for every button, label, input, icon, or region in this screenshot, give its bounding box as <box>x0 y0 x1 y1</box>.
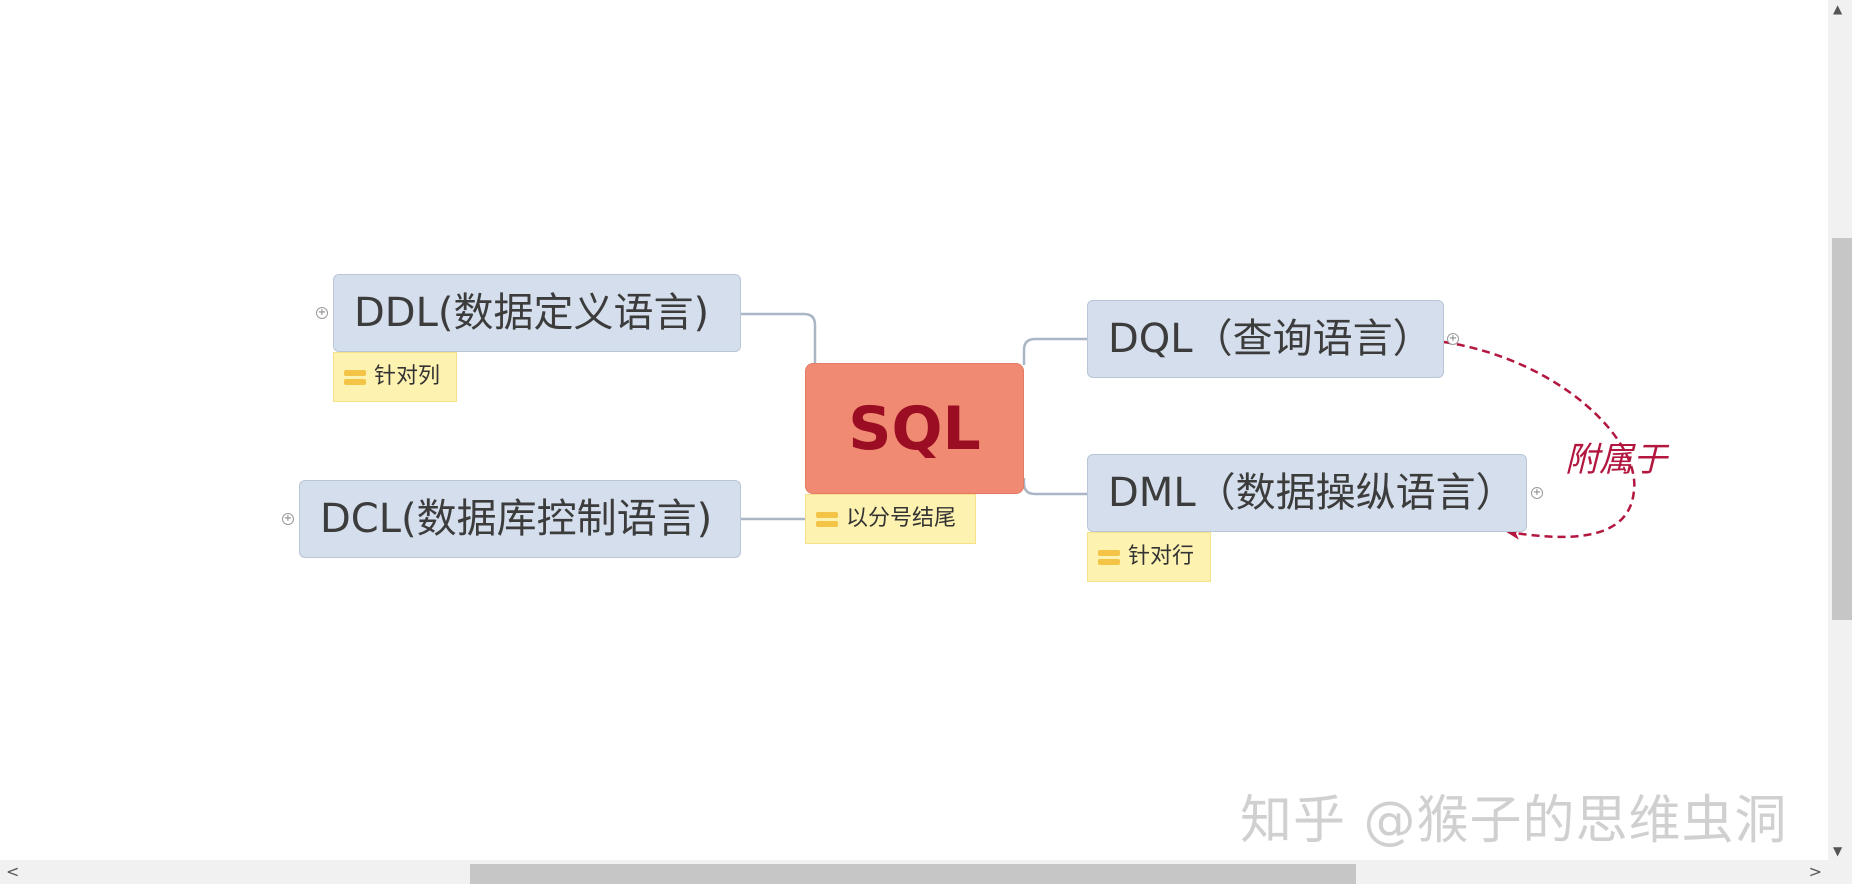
relationship-label-text: 附属于 <box>1565 440 1667 480</box>
link-sql-dcl <box>740 478 817 521</box>
dcl-expand-icon[interactable]: + <box>282 513 294 525</box>
horizontal-scrollbar[interactable]: < > <box>0 860 1852 884</box>
link-sql-dql <box>1022 337 1087 365</box>
horizontal-scroll-thumb[interactable] <box>470 864 1356 884</box>
dml-note-text: 针对行 <box>1128 544 1195 569</box>
ddl-note[interactable]: 针对列 <box>333 352 457 402</box>
dml-note[interactable]: 针对行 <box>1087 532 1211 582</box>
note-icon <box>1098 550 1120 566</box>
link-sql-dml <box>1022 478 1087 496</box>
note-icon <box>816 512 838 528</box>
central-topic-label: SQL <box>848 393 981 464</box>
topic-ddl[interactable]: DDL(数据定义语言) <box>333 274 741 352</box>
scroll-up-icon[interactable]: ▲ <box>1833 2 1843 16</box>
topic-dcl[interactable]: DCL(数据库控制语言) <box>299 480 741 558</box>
ddl-expand-icon[interactable]: + <box>316 307 328 319</box>
ddl-note-text: 针对列 <box>374 364 441 389</box>
central-note-text: 以分号结尾 <box>846 506 957 531</box>
dql-expand-icon[interactable]: + <box>1447 333 1459 345</box>
central-note[interactable]: 以分号结尾 <box>805 494 976 544</box>
topic-dml-label: DML（数据操纵语言） <box>1108 470 1516 516</box>
scroll-left-icon[interactable]: < <box>6 862 20 881</box>
watermark-text: 知乎 @猴子的思维虫洞 <box>1240 791 1788 851</box>
topic-dcl-label: DCL(数据库控制语言) <box>320 496 713 542</box>
topic-dql[interactable]: DQL（查询语言） <box>1087 300 1444 378</box>
scroll-right-icon[interactable]: > <box>1808 862 1822 881</box>
relationship-label[interactable]: 附属于 <box>1565 432 1667 481</box>
topic-dql-label: DQL（查询语言） <box>1108 316 1433 362</box>
scroll-down-icon[interactable]: ▼ <box>1833 844 1843 858</box>
vertical-scroll-thumb[interactable] <box>1832 238 1852 620</box>
note-icon <box>344 370 366 386</box>
topic-dml[interactable]: DML（数据操纵语言） <box>1087 454 1527 532</box>
topic-ddl-label: DDL(数据定义语言) <box>354 290 710 336</box>
dml-expand-icon[interactable]: + <box>1531 487 1543 499</box>
vertical-scrollbar[interactable]: ▲ ▼ <box>1828 0 1852 860</box>
link-sql-ddl <box>740 312 817 365</box>
central-topic-sql[interactable]: SQL <box>805 363 1024 494</box>
